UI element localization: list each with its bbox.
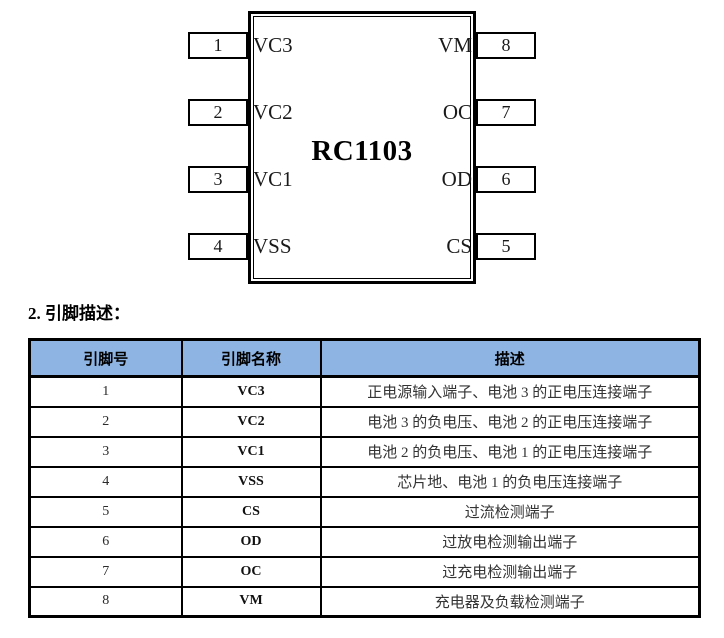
column-header-pin-name: 引脚名称 <box>180 338 322 378</box>
pin-number-1: 1 <box>213 35 223 55</box>
pin-number-cell: 6 <box>28 525 183 558</box>
section-heading: 2. 引脚描述： <box>28 304 130 323</box>
pin-name-cell: VC3 <box>180 375 322 408</box>
pin-desc-cell: 过流检测端子 <box>319 495 701 528</box>
pin-label-vm: VM <box>438 33 472 57</box>
pin-number-cell: 1 <box>28 375 183 408</box>
table-row: 5 CS 过流检测端子 <box>28 495 701 528</box>
pin-name-cell: OC <box>180 555 322 588</box>
table-row: 7 OC 过充电检测输出端子 <box>28 555 701 588</box>
pin-number-3: 3 <box>213 169 223 189</box>
table-row: 3 VC1 电池 2 的负电压、电池 1 的正电压连接端子 <box>28 435 701 468</box>
pin-desc-cell: 电池 2 的负电压、电池 1 的正电压连接端子 <box>319 435 701 468</box>
table-row: 8 VM 充电器及负载检测端子 <box>28 585 701 618</box>
pin-name-cell: OD <box>180 525 322 558</box>
column-header-description: 描述 <box>319 338 701 378</box>
pin-number-2: 2 <box>213 102 223 122</box>
pin-name-cell: VM <box>180 585 322 618</box>
pin-number-4: 4 <box>213 236 223 256</box>
table-row: 2 VC2 电池 3 的负电压、电池 2 的正电压连接端子 <box>28 405 701 438</box>
pin-name-cell: CS <box>180 495 322 528</box>
pin-label-oc: OC <box>442 100 472 124</box>
pin-label-vc1: VC1 <box>253 167 293 191</box>
pin-desc-cell: 电池 3 的负电压、电池 2 的正电压连接端子 <box>319 405 701 438</box>
pin-box-6: 6 <box>476 166 536 193</box>
pin-label-vss: VSS <box>253 234 292 258</box>
pin-number-cell: 3 <box>28 435 183 468</box>
pin-number-cell: 5 <box>28 495 183 528</box>
pin-label-vc2: VC2 <box>253 100 293 124</box>
pin-name-cell: VC2 <box>180 405 322 438</box>
table-row: 4 VSS 芯片地、电池 1 的负电压连接端子 <box>28 465 701 498</box>
pin-box-1: 1 <box>188 32 248 59</box>
pin-desc-cell: 芯片地、电池 1 的负电压连接端子 <box>319 465 701 498</box>
pin-box-7: 7 <box>476 99 536 126</box>
chip-body-inner-border <box>253 16 471 279</box>
pin-label-vc3: VC3 <box>253 33 293 57</box>
pin-label-cs: CS <box>446 234 472 258</box>
column-header-pin-number: 引脚号 <box>28 338 183 378</box>
pin-name-cell: VC1 <box>180 435 322 468</box>
pin-desc-cell: 过充电检测输出端子 <box>319 555 701 588</box>
pin-box-4: 4 <box>188 233 248 260</box>
pin-number-cell: 7 <box>28 555 183 588</box>
pin-number-5: 5 <box>501 236 511 256</box>
pin-number-6: 6 <box>501 169 511 189</box>
pin-number-8: 8 <box>501 35 511 55</box>
pin-desc-cell: 充电器及负载检测端子 <box>319 585 701 618</box>
pin-name-cell: VSS <box>180 465 322 498</box>
pin-number-cell: 4 <box>28 465 183 498</box>
table-row: 1 VC3 正电源输入端子、电池 3 的正电压连接端子 <box>28 375 701 408</box>
pin-desc-cell: 正电源输入端子、电池 3 的正电压连接端子 <box>319 375 701 408</box>
pin-number-cell: 8 <box>28 585 183 618</box>
pin-description-table: 引脚号 引脚名称 描述 1 VC3 正电源输入端子、电池 3 的正电压连接端子 … <box>28 338 701 618</box>
chip-body: RC1103 <box>248 11 476 284</box>
pin-box-2: 2 <box>188 99 248 126</box>
chip-pinout-diagram: 1 2 3 4 8 7 6 5 RC1103 VC3 VC2 <box>0 0 724 295</box>
pin-number-cell: 2 <box>28 405 183 438</box>
pin-number-7: 7 <box>501 102 511 122</box>
pin-box-3: 3 <box>188 166 248 193</box>
pin-label-od: OD <box>441 167 472 191</box>
table-row: 6 OD 过放电检测输出端子 <box>28 525 701 558</box>
pin-desc-cell: 过放电检测输出端子 <box>319 525 701 558</box>
chip-part-number: RC1103 <box>311 135 413 167</box>
table-header-row: 引脚号 引脚名称 描述 <box>28 338 701 378</box>
pin-box-8: 8 <box>476 32 536 59</box>
pin-box-5: 5 <box>476 233 536 260</box>
